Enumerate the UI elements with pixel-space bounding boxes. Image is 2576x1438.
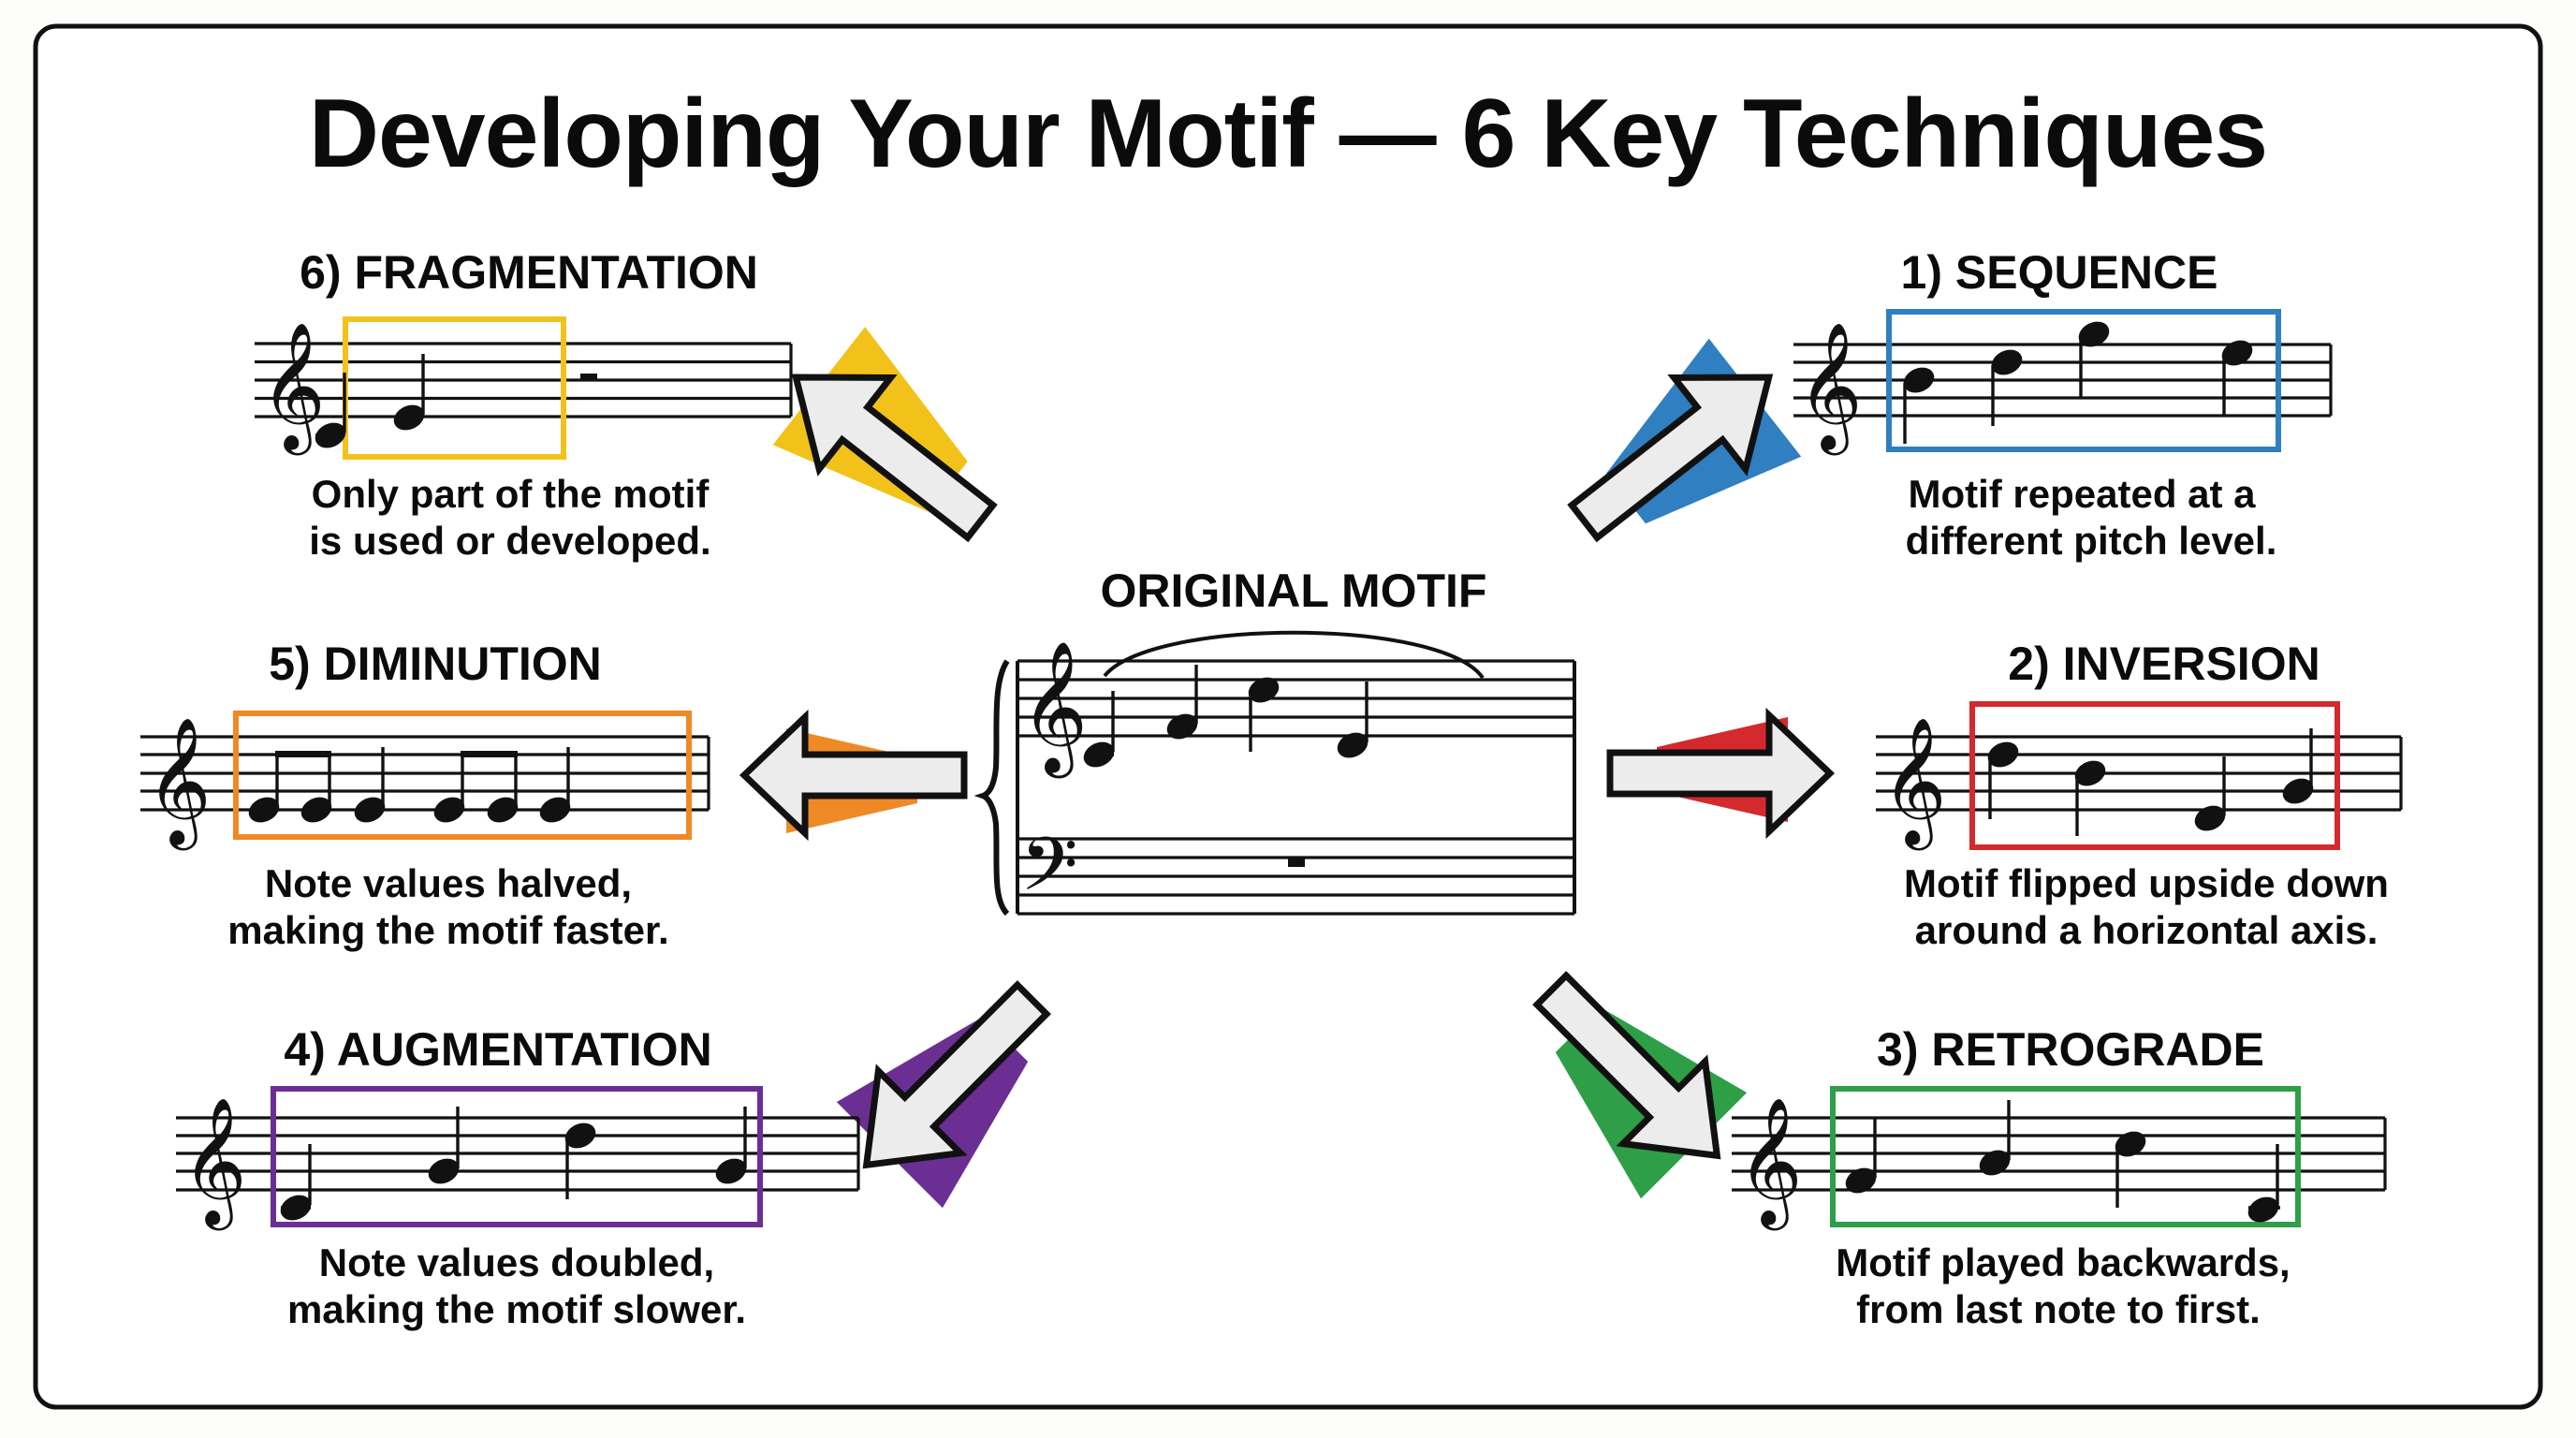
heading-inversion: 2) INVERSION xyxy=(2008,638,2320,690)
panel-diminution: 5) DIMINUTION 𝄞 Note values halved, maki… xyxy=(140,638,710,952)
brace-icon xyxy=(973,659,1010,917)
caption-retrograde-line1: Motif played backwards, xyxy=(1836,1240,2290,1284)
caption-sequence-line2: different pitch level. xyxy=(1906,519,2277,563)
heading-augmentation: 4) AUGMENTATION xyxy=(284,1023,711,1076)
highlight-box-diminution xyxy=(233,711,692,840)
arrow-to-inversion xyxy=(1606,707,1836,840)
treble-clef-icon: 𝄞 xyxy=(1020,639,1088,779)
treble-clef-icon: 𝄞 xyxy=(1881,715,1947,850)
treble-clef-icon: 𝄞 xyxy=(1797,320,1863,455)
beam xyxy=(275,751,331,757)
half-rest-icon xyxy=(580,374,597,381)
caption-diminution-line1: Note values halved, xyxy=(265,861,632,905)
treble-clef-icon: 𝄞 xyxy=(1737,1095,1803,1230)
caption-retrograde-line2: from last note to first. xyxy=(1856,1287,2261,1331)
caption-augmentation-line2: making the motif slower. xyxy=(287,1287,746,1331)
bass-clef-icon: 𝄢 xyxy=(1020,821,1078,926)
highlight-box-sequence xyxy=(1886,309,2281,452)
slur xyxy=(1103,630,1485,680)
panel-augmentation: 4) AUGMENTATION 𝄞 Note values doubled, m… xyxy=(176,1023,860,1331)
panel-sequence: 1) SEQUENCE 𝄞 Motif repeated at a differ… xyxy=(1793,246,2333,563)
highlight-box-inversion xyxy=(1969,701,2340,850)
caption-inversion-line1: Motif flipped upside down xyxy=(1904,861,2389,905)
heading-diminution: 5) DIMINUTION xyxy=(269,638,602,690)
highlight-box-augmentation xyxy=(271,1086,763,1227)
heading-original-motif: ORIGINAL MOTIF xyxy=(1101,565,1487,617)
panel-fragmentation: 6) FRAGMENTATION 𝄞 Only part of the moti… xyxy=(255,246,793,563)
caption-diminution-line2: making the motif faster. xyxy=(227,908,668,952)
highlight-box-retrograde xyxy=(1830,1086,2301,1227)
whole-rest-icon xyxy=(1288,858,1305,867)
arrow-to-augmentation xyxy=(836,980,1051,1209)
treble-clef-icon: 𝄞 xyxy=(260,320,326,455)
panel-inversion: 2) INVERSION 𝄞 Motif flipped upside down… xyxy=(1876,638,2403,952)
caption-augmentation-line1: Note values doubled, xyxy=(319,1240,714,1284)
staff-inversion xyxy=(1876,735,2403,812)
treble-staff-original xyxy=(1017,659,1574,738)
arrow-to-retrograde xyxy=(1532,971,1748,1199)
caption-inversion-line2: around a horizontal axis. xyxy=(1915,908,2378,952)
treble-clef-icon: 𝄞 xyxy=(182,1095,247,1230)
arrow-to-fragmentation xyxy=(772,327,998,543)
heading-fragmentation: 6) FRAGMENTATION xyxy=(300,246,758,299)
beam xyxy=(461,751,518,757)
arrow-to-sequence xyxy=(1567,338,1802,543)
caption-fragmentation-line1: Only part of the motif xyxy=(312,472,710,516)
arrow-to-diminution xyxy=(739,709,968,842)
heading-retrograde: 3) RETROGRADE xyxy=(1877,1023,2264,1076)
heading-sequence: 1) SEQUENCE xyxy=(1901,246,2218,299)
panel-retrograde: 3) RETROGRADE 𝄞 Motif played backwards, … xyxy=(1732,1023,2387,1331)
panel-original-motif: ORIGINAL MOTIF 𝄞 𝄢 xyxy=(973,565,1576,926)
caption-sequence-line1: Motif repeated at a xyxy=(1908,472,2256,516)
treble-clef-icon: 𝄞 xyxy=(146,715,212,850)
caption-fragmentation-line2: is used or developed. xyxy=(309,519,710,563)
page-title: Developing Your Motif — 6 Key Techniques xyxy=(309,80,2267,188)
